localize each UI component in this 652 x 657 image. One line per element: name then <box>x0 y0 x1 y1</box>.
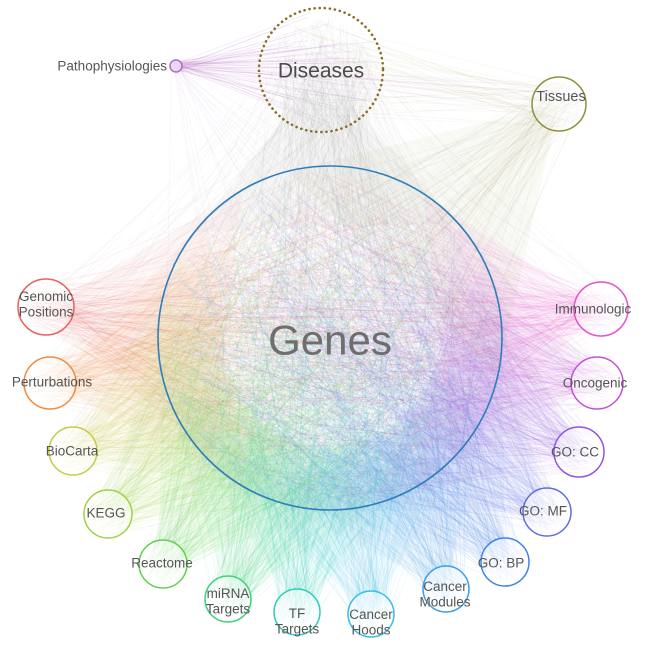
label-kegg: KEGG <box>86 506 125 521</box>
label-tissues: Tissues <box>536 89 585 105</box>
label-genes: Genes <box>268 317 392 364</box>
label-reactome: Reactome <box>131 556 193 571</box>
label-go-bp: GO: BP <box>478 556 525 571</box>
label-immunologic: Immunologic <box>555 302 632 317</box>
label-go-cc: GO: CC <box>551 445 599 460</box>
label-oncogenic: Oncogenic <box>563 376 628 391</box>
label-perturbations: Perturbations <box>12 375 93 390</box>
label-go-mf: GO: MF <box>519 504 567 519</box>
label-pathophysiologies: Pathophysiologies <box>57 59 167 74</box>
label-diseases: Diseases <box>278 59 364 82</box>
label-biocarta: BioCarta <box>46 444 99 459</box>
node-pathophysiologies[interactable] <box>170 60 182 72</box>
